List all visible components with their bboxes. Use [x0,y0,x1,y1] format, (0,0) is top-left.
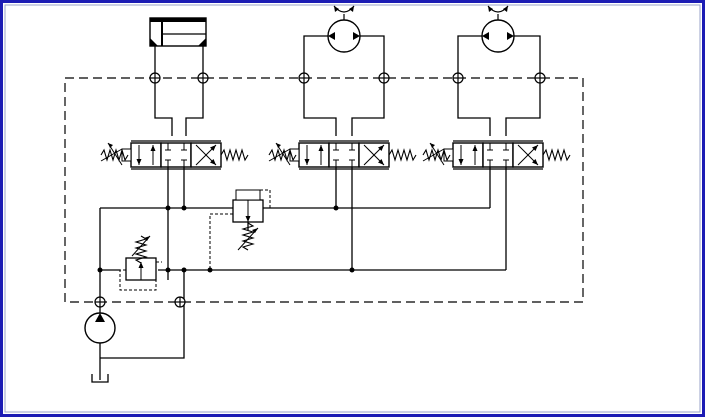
hydraulic-pump-icon [84,312,116,344]
hydraulic-motor-icon [327,5,361,53]
hydraulic-motor-icon [481,5,515,53]
three-position-directional-valve-icon [269,140,416,170]
quick-coupling-icon [452,72,464,84]
quick-coupling-icon [534,72,546,84]
quick-coupling-icon [197,72,209,84]
quick-coupling-icon [94,296,106,308]
reducing-valve-icon [209,189,271,270]
quick-coupling-icon [174,296,186,308]
quick-coupling-icon [298,72,310,84]
double-acting-cylinder-icon [149,17,207,47]
tank-icon [91,374,109,383]
quick-coupling-icon [378,72,390,84]
quick-coupling-icon [149,72,161,84]
three-position-directional-valve-icon [101,140,248,170]
relief-valve-icon [119,235,162,291]
three-position-directional-valve-icon [423,140,570,170]
system-boundary [64,77,584,303]
